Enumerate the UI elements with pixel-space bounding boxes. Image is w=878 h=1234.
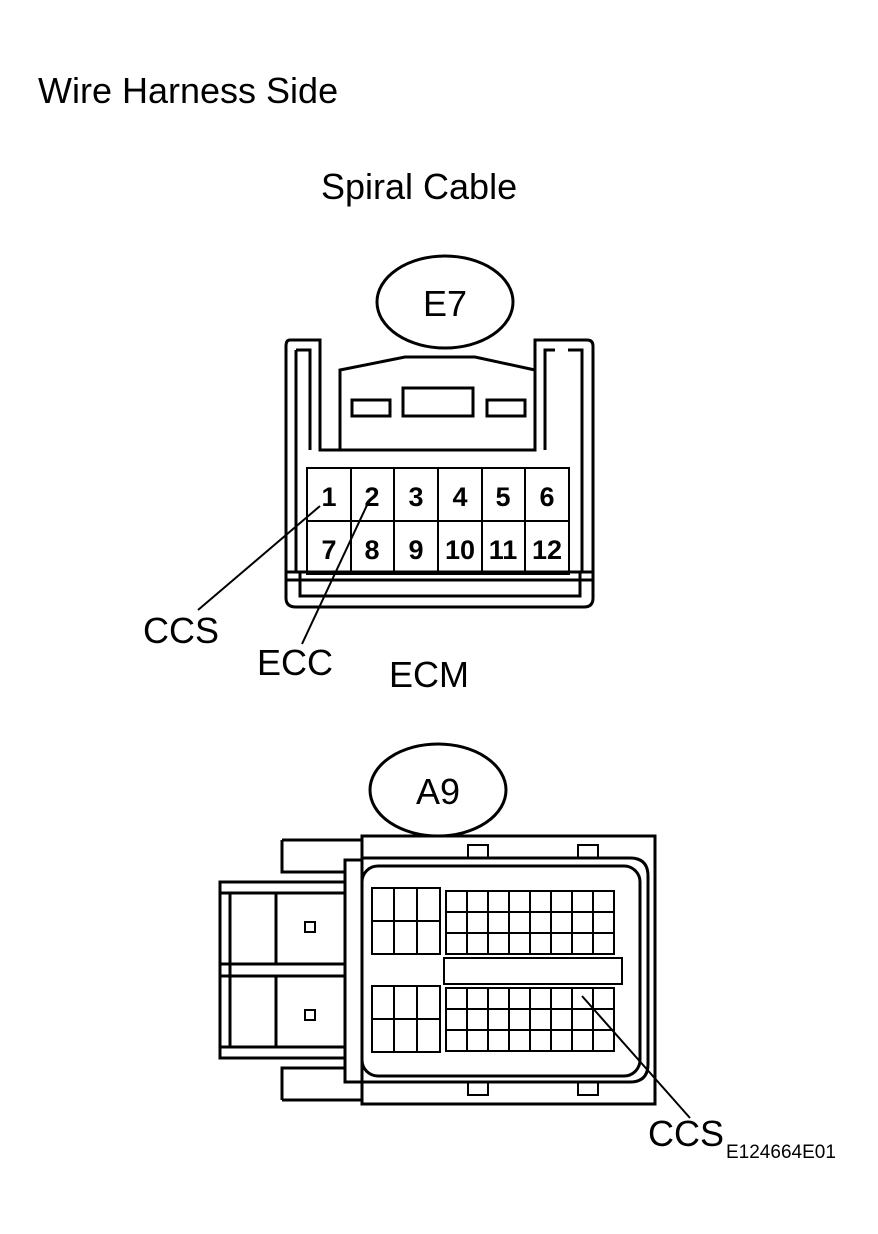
a9-connector: A9 bbox=[218, 742, 724, 1154]
e7-pin: 5 bbox=[495, 482, 510, 512]
e7-pin: 12 bbox=[532, 535, 562, 565]
a9-large-grid-bottom bbox=[445, 987, 615, 1052]
spiral-cable-title: Spiral Cable bbox=[321, 166, 518, 207]
a9-ccs-callout: CCS bbox=[648, 1113, 724, 1154]
ecc-callout: ECC bbox=[257, 642, 333, 683]
e7-pin: 3 bbox=[408, 482, 423, 512]
e7-pin: 7 bbox=[321, 535, 336, 565]
e7-id-ellipse bbox=[375, 254, 515, 350]
figure-id: E124664E01 bbox=[726, 1142, 836, 1163]
e7-pin: 6 bbox=[539, 482, 554, 512]
e7-pin: 11 bbox=[489, 535, 518, 565]
ccs-leader-line bbox=[197, 505, 321, 611]
a9-separator bbox=[443, 957, 623, 985]
a9-housing bbox=[360, 834, 657, 1106]
e7-pin: 9 bbox=[408, 535, 423, 565]
a9-small-grid-top bbox=[371, 887, 441, 955]
a9-large-grid-top bbox=[445, 890, 615, 955]
e7-pin-grid bbox=[306, 467, 570, 575]
ecc-leader-line bbox=[301, 502, 369, 645]
e7-connector: E7 1 2 3 4 5 6 bbox=[143, 254, 595, 683]
e7-pin: 8 bbox=[364, 535, 379, 565]
ecm-title: ECM bbox=[389, 654, 469, 695]
e7-pin: 10 bbox=[445, 535, 475, 565]
e7-pin-labels: 1 2 3 4 5 6 7 8 9 10 11 12 bbox=[321, 482, 562, 565]
e7-pin: 4 bbox=[452, 482, 467, 512]
a9-id-label: A9 bbox=[416, 771, 460, 812]
e7-top-profile bbox=[338, 355, 536, 450]
e7-pin: 1 bbox=[321, 482, 336, 512]
page-title: Wire Harness Side bbox=[38, 70, 339, 111]
a9-small-grid-bottom bbox=[371, 985, 441, 1053]
a9-lever bbox=[218, 880, 345, 1060]
e7-housing bbox=[284, 338, 595, 609]
ccs-callout: CCS bbox=[143, 610, 219, 651]
e7-id-label: E7 bbox=[423, 283, 467, 324]
a9-ccs-leader-line bbox=[581, 995, 691, 1119]
